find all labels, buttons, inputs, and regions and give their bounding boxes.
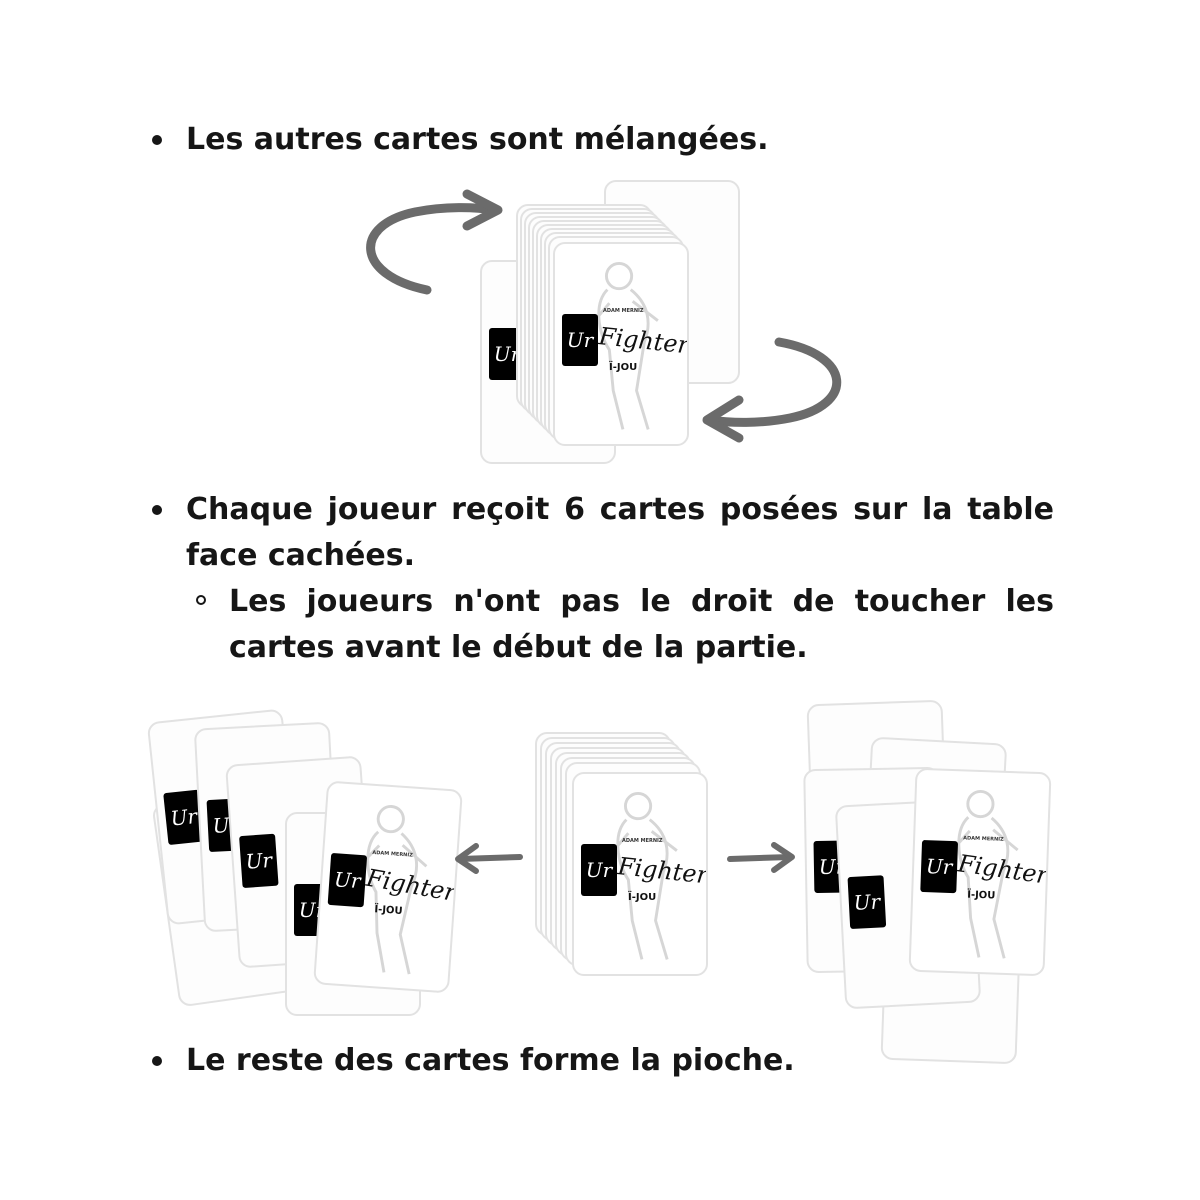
step-shuffle: Les autres cartes sont mélangées.	[152, 117, 1054, 163]
card-publisher: Ï-JOU	[966, 889, 996, 902]
deal-arrow-left-icon	[455, 843, 523, 874]
bullet-dot	[152, 505, 162, 515]
card-publisher: Ï-JOU	[374, 904, 403, 918]
fighter-figure-icon	[946, 789, 1019, 959]
step-deal-text: Chaque joueur reçoit 6 cartes posées sur…	[186, 492, 1054, 573]
card-author: ADAM MERNIZ	[603, 308, 644, 314]
card-ur-logo: Ur	[327, 852, 368, 908]
fighter-figure-icon	[355, 805, 428, 975]
card-front: ADAM MERNIZ Ur Fighter Ï-JOU	[553, 242, 689, 446]
card-front: ADAM MERNIZ Ur Fighter Ï-JOU	[908, 767, 1052, 977]
shuffle-arrow-icon	[702, 337, 842, 443]
step-deal-rule: Les joueurs n'ont pas le droit de touche…	[196, 579, 1054, 671]
card-publisher: Ï-JOU	[628, 892, 657, 903]
card-author: ADAM MERNIZ	[622, 838, 663, 844]
card-ur-logo: Ur	[562, 314, 598, 366]
shuffle-arrow-icon	[366, 189, 503, 295]
sub-bullet-circle	[196, 595, 206, 605]
fighter-figure-icon	[605, 791, 678, 960]
card-front: ADAM MERNIZ Ur Fighter Ï-JOU	[572, 772, 708, 976]
card-front: ADAM MERNIZ Ur Fighter Ï-JOU	[313, 780, 463, 994]
step-deal: Chaque joueur reçoit 6 cartes posées sur…	[152, 487, 1054, 579]
card-ur-logo: Ur	[581, 844, 617, 896]
card-ur-logo: Ur	[920, 839, 959, 894]
card-ur-logo: Ur	[239, 833, 279, 889]
deal-arrow-right-icon	[727, 842, 795, 873]
card-publisher: Ï-JOU	[609, 362, 638, 373]
card-ur-logo: Ur	[847, 875, 887, 930]
bullet-dot	[152, 1056, 162, 1066]
bullet-dot	[152, 135, 162, 145]
fighter-figure-icon	[586, 261, 659, 430]
step-shuffle-text: Les autres cartes sont mélangées.	[186, 122, 769, 157]
step-deal-rule-text: Les joueurs n'ont pas le droit de touche…	[229, 584, 1054, 665]
step-draw-pile: Le reste des cartes forme la pioche.	[152, 1038, 1054, 1084]
step-draw-pile-text: Le reste des cartes forme la pioche.	[186, 1043, 795, 1078]
